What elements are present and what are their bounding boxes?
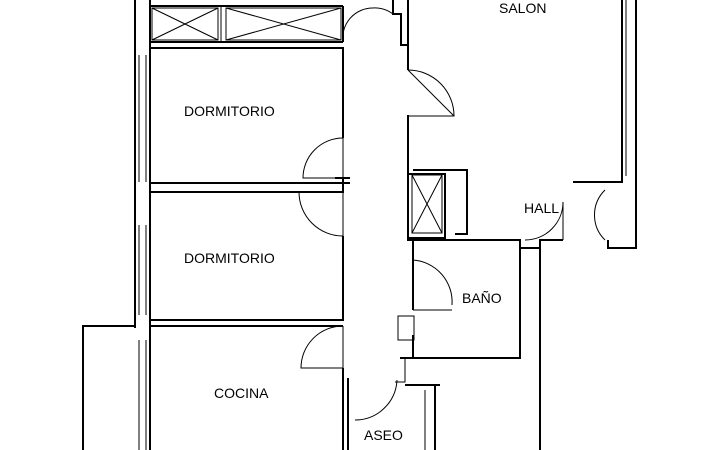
label-dormitorio-2: DORMITORIO bbox=[184, 250, 275, 266]
bedroom-walls bbox=[149, 47, 350, 450]
door-cocina bbox=[300, 325, 344, 369]
bano-walls bbox=[413, 239, 563, 450]
door-hall-right bbox=[593, 189, 606, 241]
corridor-right-wall bbox=[392, 0, 414, 359]
balcony-outline bbox=[82, 325, 135, 450]
left-exterior-wall bbox=[134, 0, 151, 450]
wardrobes bbox=[149, 5, 344, 43]
label-aseo: ASEO bbox=[364, 427, 403, 443]
salon-walls bbox=[407, 0, 637, 249]
door-hall bbox=[524, 201, 564, 241]
door-aseo bbox=[354, 357, 406, 421]
label-bano: BAÑO bbox=[462, 290, 502, 306]
door-top-left-arc bbox=[342, 7, 394, 43]
hall-closet bbox=[408, 173, 446, 239]
label-dormitorio-1: DORMITORIO bbox=[184, 103, 275, 119]
door-salon bbox=[407, 69, 455, 117]
label-cocina: COCINA bbox=[214, 385, 269, 401]
door-bano bbox=[412, 259, 453, 311]
label-hall: HALL bbox=[524, 200, 559, 216]
door-dormitorio-1 bbox=[302, 137, 344, 179]
door-dormitorio-2 bbox=[298, 191, 344, 237]
label-salon: SALON bbox=[499, 0, 546, 16]
bano-fixture bbox=[397, 315, 415, 341]
aseo-walls bbox=[347, 378, 440, 450]
